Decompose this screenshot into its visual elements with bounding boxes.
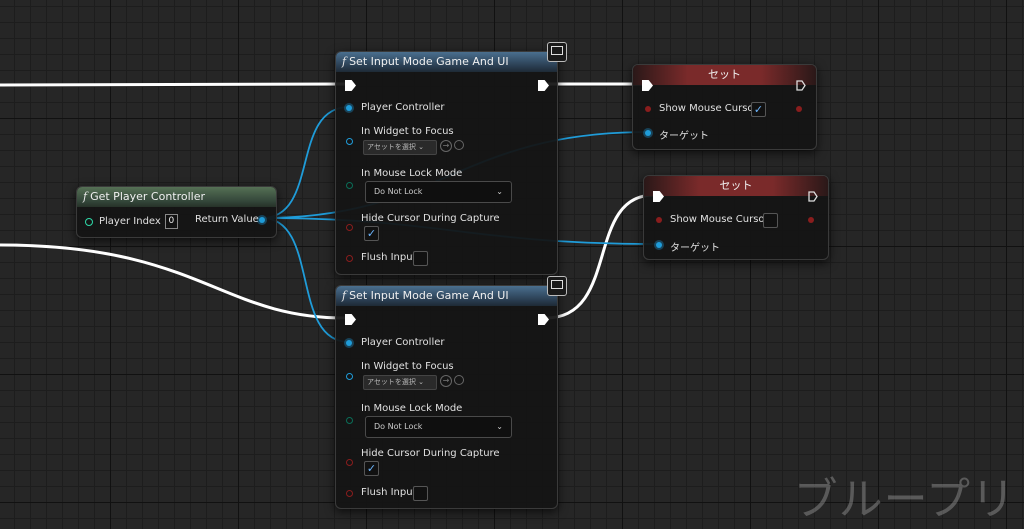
mouse-lock-value: Do Not Lock	[374, 422, 423, 431]
show-mouse-cursor-out-pin[interactable]	[808, 217, 814, 223]
player-index-label: Player Index	[99, 216, 161, 227]
flush-input-pin[interactable]	[346, 490, 353, 497]
player-index-row: Player Index 0	[85, 214, 178, 229]
node-title: Get Player Controller	[90, 190, 206, 203]
obj-wire-to-pc1	[261, 106, 350, 219]
hide-cursor-checkbox[interactable]: ✓	[364, 226, 379, 241]
chevron-down-icon: ⌄	[496, 187, 503, 196]
flush-input-pin[interactable]	[346, 255, 353, 262]
widget-asset-select[interactable]: アセットを選択 ⌄	[363, 140, 437, 155]
blueprint-watermark: ブループリ	[793, 474, 1016, 525]
exec-wire-2-to-set2	[545, 193, 655, 320]
function-icon: f	[342, 289, 347, 302]
widget-asset-select[interactable]: アセットを選択 ⌄	[363, 375, 437, 390]
exec-wire-in-2	[0, 243, 346, 320]
widget-focus-pin[interactable]	[346, 138, 353, 145]
target-pin[interactable]	[656, 242, 662, 248]
show-mouse-cursor-checkbox[interactable]	[763, 213, 778, 228]
player-controller-pin[interactable]	[346, 340, 352, 346]
browse-icon[interactable]: →	[440, 140, 452, 152]
flush-input-checkbox[interactable]	[413, 486, 428, 501]
mouse-lock-value: Do Not Lock	[374, 187, 423, 196]
show-mouse-cursor-label: Show Mouse Cursor	[659, 103, 758, 114]
set-node-1[interactable]: セット Show Mouse Cursor ✓ ターゲット	[632, 64, 817, 150]
hide-cursor-checkbox[interactable]: ✓	[364, 461, 379, 476]
exec-out-pin[interactable]	[538, 314, 549, 325]
widget-focus-label: In Widget to Focus	[361, 361, 454, 372]
target-pin[interactable]	[645, 130, 651, 136]
monitor-icon	[547, 42, 567, 62]
mouse-lock-label: In Mouse Lock Mode	[361, 168, 463, 179]
widget-focus-pin[interactable]	[346, 373, 353, 380]
return-value-label: Return Value	[195, 214, 259, 225]
flush-input-checkbox[interactable]	[413, 251, 428, 266]
player-index-input[interactable]: 0	[164, 214, 178, 229]
exec-in-pin[interactable]	[642, 80, 653, 91]
hide-cursor-pin[interactable]	[346, 459, 353, 466]
function-icon: f	[83, 190, 88, 203]
exec-in-pin[interactable]	[653, 191, 664, 202]
show-mouse-cursor-label: Show Mouse Cursor	[670, 214, 769, 225]
show-mouse-cursor-pin[interactable]	[645, 106, 651, 112]
player-index-pin[interactable]	[85, 217, 93, 226]
hide-cursor-pin[interactable]	[346, 224, 353, 231]
exec-in-pin[interactable]	[345, 314, 356, 325]
node-title: Set Input Mode Game And UI	[349, 289, 509, 302]
set-node-2[interactable]: セット Show Mouse Cursor ターゲット	[643, 175, 829, 260]
browse-icon[interactable]: →	[440, 375, 452, 387]
mouse-lock-dropdown[interactable]: Do Not Lock ⌄	[365, 181, 512, 203]
return-value-pin[interactable]	[259, 217, 265, 223]
widget-focus-label: In Widget to Focus	[361, 126, 454, 137]
chevron-down-icon: ⌄	[496, 422, 503, 431]
show-mouse-cursor-out-pin[interactable]	[796, 106, 802, 112]
target-label: ターゲット	[670, 243, 720, 254]
player-controller-pin[interactable]	[346, 105, 352, 111]
target-label: ターゲット	[659, 131, 709, 142]
hide-cursor-label: Hide Cursor During Capture	[361, 448, 500, 459]
mouse-lock-dropdown[interactable]: Do Not Lock ⌄	[365, 416, 512, 438]
mouse-lock-pin[interactable]	[346, 417, 353, 424]
mouse-lock-label: In Mouse Lock Mode	[361, 403, 463, 414]
monitor-icon	[547, 276, 567, 296]
obj-wire-to-pc2	[261, 217, 350, 343]
hide-cursor-label: Hide Cursor During Capture	[361, 213, 500, 224]
flush-input-label: Flush Input	[361, 487, 417, 498]
player-controller-label: Player Controller	[361, 102, 445, 113]
exec-in-pin[interactable]	[345, 80, 356, 91]
node-title: Set Input Mode Game And UI	[349, 55, 509, 68]
player-controller-label: Player Controller	[361, 337, 445, 348]
search-icon[interactable]	[454, 375, 464, 385]
show-mouse-cursor-checkbox[interactable]: ✓	[751, 102, 766, 117]
exec-out-pin[interactable]	[538, 80, 549, 91]
exec-out-pin[interactable]	[796, 80, 806, 91]
show-mouse-cursor-pin[interactable]	[656, 217, 662, 223]
node-header: セット	[633, 65, 816, 85]
function-icon: f	[342, 55, 347, 68]
mouse-lock-pin[interactable]	[346, 182, 353, 189]
flush-input-label: Flush Input	[361, 252, 417, 263]
exec-wire-in-1	[0, 82, 346, 87]
search-icon[interactable]	[454, 140, 464, 150]
exec-out-pin[interactable]	[808, 191, 818, 202]
node-header: セット	[644, 176, 828, 196]
